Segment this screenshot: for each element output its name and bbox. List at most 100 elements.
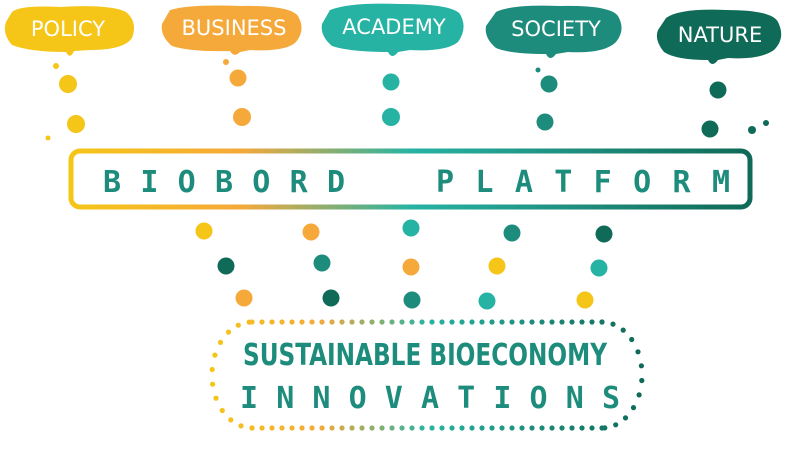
frame-dot bbox=[559, 319, 565, 325]
drip-academy-1 bbox=[382, 73, 400, 91]
dot-l3-2 bbox=[402, 258, 420, 276]
dot-l2-2 bbox=[313, 254, 331, 272]
frame-dot bbox=[479, 319, 485, 325]
frame-dot bbox=[630, 405, 637, 411]
frame-dot bbox=[369, 319, 375, 325]
frame-dot bbox=[329, 319, 335, 325]
frame-dot bbox=[429, 319, 435, 325]
frame-dot bbox=[529, 425, 535, 431]
dot-l4-2 bbox=[488, 257, 506, 275]
society-blob bbox=[485, 5, 622, 59]
frame-dot bbox=[309, 319, 315, 325]
frame-dot bbox=[579, 319, 585, 325]
frame-dot bbox=[289, 425, 295, 431]
frame-dot bbox=[319, 319, 325, 325]
drip-nature-1 bbox=[709, 81, 727, 99]
outcome-line1: SUSTAINABLE BIOECONOMY bbox=[243, 338, 607, 373]
frame-dot bbox=[610, 321, 616, 327]
frame-dot bbox=[213, 395, 219, 401]
frame-dot bbox=[549, 319, 555, 325]
frame-dot bbox=[469, 425, 475, 431]
frame-dot bbox=[479, 425, 485, 431]
frame-dot bbox=[638, 363, 645, 369]
frame-dot bbox=[249, 425, 255, 431]
frame-dot bbox=[369, 425, 375, 431]
frame-dot bbox=[449, 319, 455, 325]
society-label: SOCIETY bbox=[511, 17, 601, 41]
frame-dot bbox=[238, 423, 244, 429]
frame-dot bbox=[217, 339, 224, 345]
frame-dot bbox=[489, 319, 495, 325]
frame-dot bbox=[349, 425, 355, 431]
drip-business-2 bbox=[233, 108, 251, 126]
academy-blob bbox=[321, 3, 464, 57]
frame-dot bbox=[636, 392, 642, 398]
drip-nature-2 bbox=[701, 120, 719, 138]
frame-dot bbox=[225, 329, 232, 335]
platform-word-platform: PLATFORM bbox=[436, 165, 730, 200]
dots-lower bbox=[195, 219, 613, 310]
frame-dot bbox=[559, 425, 565, 431]
dot-l3-3 bbox=[403, 291, 421, 309]
drip-society-3 bbox=[535, 67, 541, 73]
drip-society-2 bbox=[536, 113, 554, 131]
platform-word-biobord: BIOBORD bbox=[103, 165, 345, 200]
frame-dot bbox=[509, 425, 515, 431]
frame-dot bbox=[469, 319, 475, 325]
frame-dot bbox=[489, 425, 495, 431]
academy-label: ACADEMY bbox=[342, 15, 446, 39]
dot-l5-1 bbox=[595, 225, 613, 243]
frame-dot bbox=[359, 425, 365, 431]
frame-dot bbox=[319, 425, 325, 431]
drip-society-1 bbox=[540, 75, 558, 93]
stakeholder-society: SOCIETY bbox=[485, 5, 622, 59]
drips-upper bbox=[45, 59, 769, 141]
outcome-dotted-frame bbox=[209, 319, 645, 431]
frame-dot bbox=[329, 425, 335, 431]
frame-dot bbox=[569, 425, 575, 431]
frame-dot bbox=[379, 425, 385, 431]
frame-dot bbox=[613, 422, 619, 428]
frame-dot bbox=[629, 336, 635, 343]
dot-l1-1 bbox=[195, 222, 213, 240]
frame-dot bbox=[599, 425, 605, 431]
frame-dot bbox=[389, 425, 395, 431]
drip-business-3 bbox=[223, 59, 229, 65]
drip-policy-3 bbox=[53, 63, 59, 69]
drip-business-1 bbox=[229, 69, 247, 87]
dot-l1-2 bbox=[217, 257, 235, 275]
drip-policy-2 bbox=[67, 115, 85, 133]
frame-dot bbox=[620, 327, 626, 333]
stakeholder-business: BUSINESS bbox=[161, 5, 302, 55]
business-label: BUSINESS bbox=[182, 16, 287, 40]
frame-dot bbox=[459, 319, 465, 325]
frame-dot bbox=[589, 425, 595, 431]
frame-dot bbox=[639, 377, 645, 384]
frame-dot bbox=[622, 415, 629, 421]
frame-dot bbox=[539, 425, 545, 431]
frame-dot bbox=[219, 407, 225, 414]
frame-dot bbox=[439, 425, 445, 431]
frame-dot bbox=[379, 319, 385, 325]
frame-dot bbox=[499, 319, 505, 325]
dot-l3-1 bbox=[402, 219, 420, 237]
frame-dot bbox=[459, 425, 465, 431]
frame-dot bbox=[299, 425, 305, 431]
frame-dot bbox=[499, 425, 505, 431]
frame-dot bbox=[549, 425, 555, 431]
dot-l5-3 bbox=[576, 291, 594, 309]
dot-l4-1 bbox=[503, 224, 521, 242]
stakeholder-policy: POLICY bbox=[4, 6, 134, 56]
frame-dot bbox=[259, 319, 265, 325]
frame-dot bbox=[439, 319, 445, 325]
frame-dot bbox=[269, 425, 275, 431]
frame-dot bbox=[419, 425, 425, 431]
frame-dot bbox=[246, 319, 252, 325]
frame-dot bbox=[569, 319, 575, 325]
frame-dot bbox=[579, 425, 585, 431]
stakeholder-academy: ACADEMY bbox=[321, 3, 464, 57]
frame-dot bbox=[635, 349, 641, 355]
frame-dot bbox=[289, 319, 295, 325]
frame-dot bbox=[279, 425, 285, 431]
